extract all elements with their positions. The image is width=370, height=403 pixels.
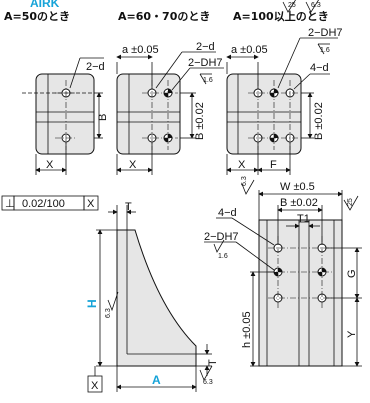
label-w-tol: W ±0.5 xyxy=(280,181,315,193)
datum-ref-x: X xyxy=(87,198,95,210)
flatness-value: 0.02/100 xyxy=(22,198,65,210)
label-t1: T1 xyxy=(297,213,310,225)
front-view xyxy=(204,179,362,367)
rough-1-6-a100: 1.6 xyxy=(320,47,330,54)
label-y: Y xyxy=(346,330,358,338)
label-a-tol-a100: a ±0.05 xyxy=(231,44,268,56)
label-4-d-a100: 4−d xyxy=(310,62,329,74)
label-x-a50: X xyxy=(46,159,54,171)
product-title: AIRK xyxy=(30,0,60,10)
rough-6-3-bottom: 6.3 xyxy=(203,379,213,386)
label-b-a50: B xyxy=(97,114,109,121)
label-4-d-front: 4−d xyxy=(218,207,237,219)
label-2-d-a60-70: 2−d xyxy=(196,41,215,53)
rough-25-top: 25 xyxy=(288,2,296,9)
top-view-a50 xyxy=(22,57,104,175)
label-f-a100: F xyxy=(270,159,277,171)
label-x-a60-70: X xyxy=(129,159,137,171)
label-b-tol-a100: B ±0.02 xyxy=(313,102,325,140)
label-2-dh7-a100: 2−DH7 xyxy=(308,27,343,39)
label-h: H xyxy=(85,299,99,308)
datum-x-box: X xyxy=(91,380,99,392)
rough-25-front: 25 xyxy=(347,198,354,206)
side-view xyxy=(1,195,213,393)
top-view-a100 xyxy=(226,37,338,175)
rough-1-6-front: 1.6 xyxy=(218,253,228,260)
label-2-dh7-a60-70: 2−DH7 xyxy=(188,57,223,69)
rough-6-3-front: 6.3 xyxy=(241,176,248,186)
label-2-d-a50: 2−d xyxy=(86,61,105,73)
header-a60-70: A=60・70のとき xyxy=(118,10,210,23)
rough-1-6-a60-70: 1.6 xyxy=(203,77,213,84)
header-a50: A=50のとき xyxy=(4,10,70,23)
rough-6-3-side: 6.3 xyxy=(105,308,112,318)
rough-6-3-top: 6.3 xyxy=(311,2,321,9)
label-b-tol-a60-70: B ±0.02 xyxy=(194,102,206,140)
top-view-a60-70 xyxy=(116,51,224,175)
header-a100: A=100以上のとき xyxy=(233,9,329,23)
label-x-a100: X xyxy=(238,159,246,171)
label-a: A xyxy=(152,373,161,387)
roughness-symbols-top xyxy=(282,0,319,13)
label-t-top: T xyxy=(125,201,132,213)
label-h-tol: h ±0.05 xyxy=(241,311,253,348)
label-2-dh7-front: 2−DH7 xyxy=(204,231,239,243)
label-a-tol-a60-70: a ±0.05 xyxy=(122,44,159,56)
perp-symbol: ⊥ xyxy=(5,198,15,210)
label-g: G xyxy=(346,269,358,278)
label-b-tol-front: B ±0.02 xyxy=(280,197,318,209)
label-t-bottom: T xyxy=(207,359,219,366)
